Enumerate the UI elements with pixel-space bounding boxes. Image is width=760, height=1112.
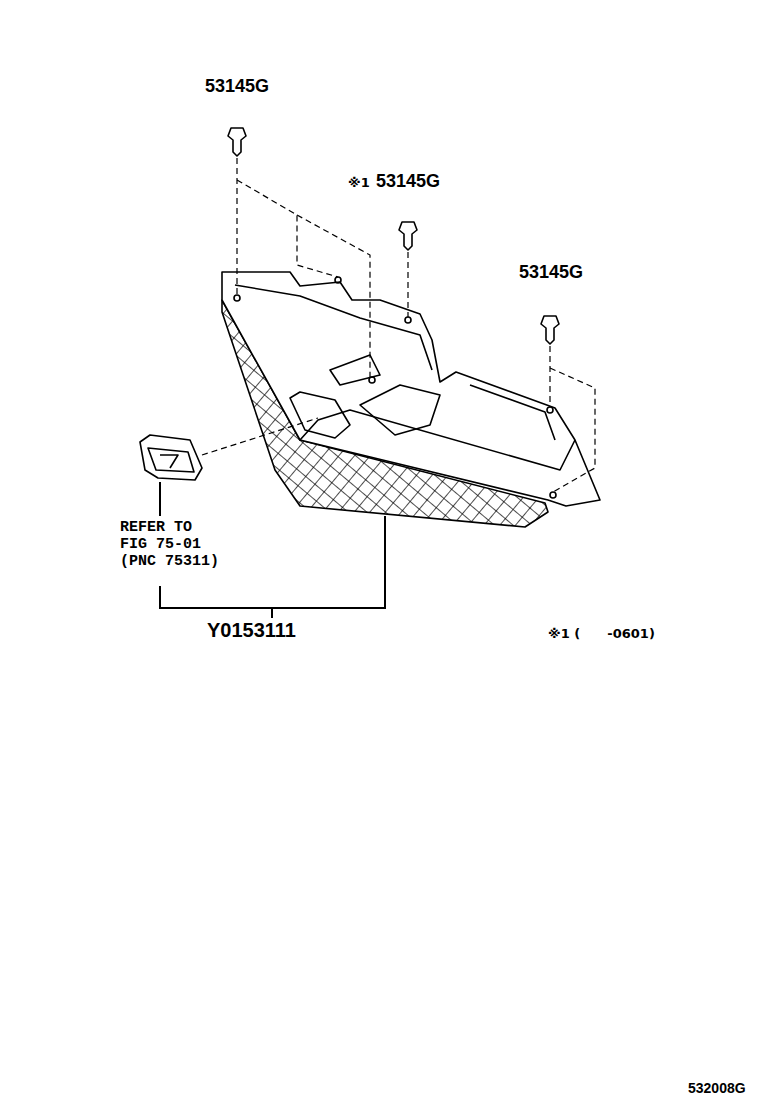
reference-note: REFER TO FIG 75-01 (PNC 75311) bbox=[120, 519, 222, 570]
figure-number: 532008G bbox=[688, 1080, 746, 1096]
note-mark: ※1 bbox=[348, 175, 370, 190]
part-number: 53145G bbox=[376, 171, 440, 192]
part-number: 53145G bbox=[205, 76, 269, 97]
part-number: Y0153111 bbox=[207, 619, 296, 642]
note-footnote: ※1 ( -0601) bbox=[548, 626, 655, 641]
part-number: 53145G bbox=[519, 262, 583, 283]
